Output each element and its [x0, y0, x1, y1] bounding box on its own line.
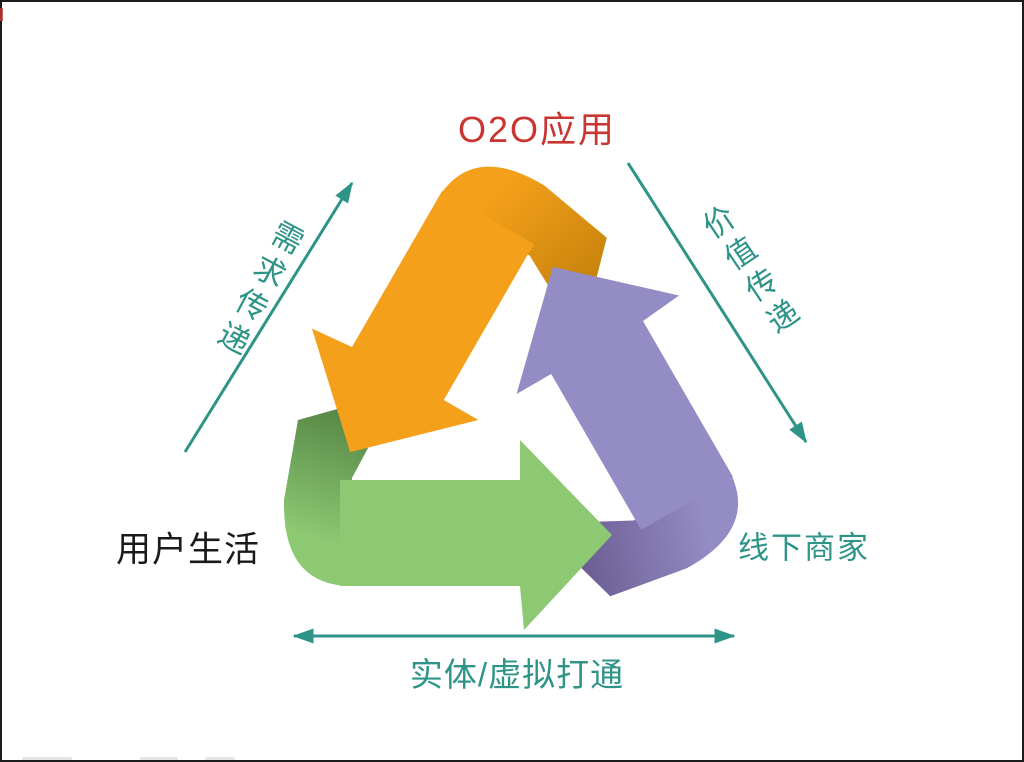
watermark-smudge	[22, 757, 72, 762]
user-life-node-label: 用户生活	[115, 530, 261, 570]
diagram-title: O2O应用	[457, 109, 617, 150]
demand-arrow	[183, 181, 354, 453]
offline-merchant-node-label: 线下商家	[738, 530, 870, 566]
left-edge-red-tick	[0, 8, 3, 21]
watermark-smudge	[205, 757, 235, 762]
annotation-arrows	[183, 162, 808, 644]
green-arrow	[340, 440, 612, 630]
value-arrow	[626, 162, 808, 444]
bottom-edge-label: 实体/虚拟打通	[409, 656, 625, 693]
watermark-smudge	[140, 757, 178, 762]
